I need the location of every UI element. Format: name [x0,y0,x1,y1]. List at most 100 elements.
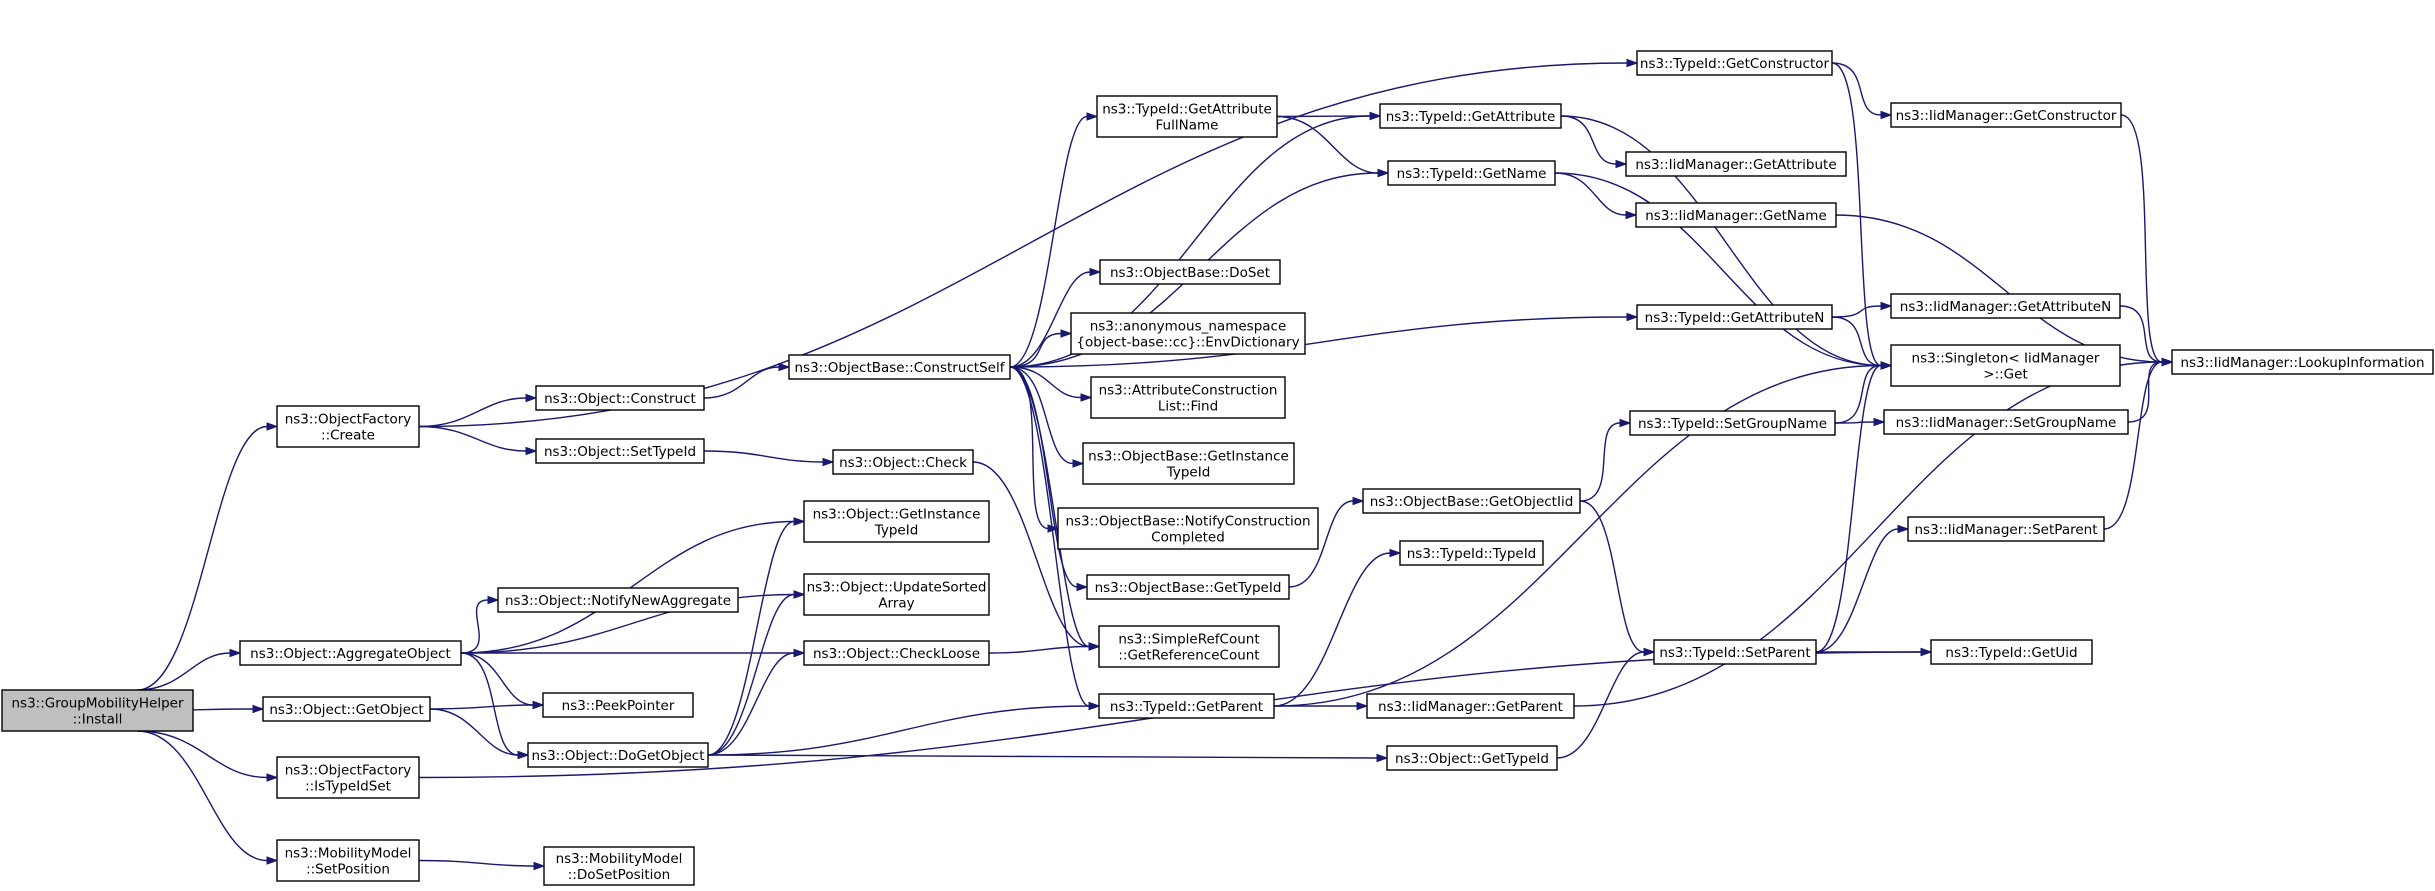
node-box [1629,410,1836,436]
node-tid-typeid[interactable]: ns3::TypeId::TypeId [1399,540,1544,566]
node-tid-getparent[interactable]: ns3::TypeId::GetParent [1098,693,1275,719]
node-tid-setgroupname[interactable]: ns3::TypeId::SetGroupName [1629,410,1836,436]
edge-line [460,520,795,654]
edge-arrowhead [1376,753,1389,763]
node-obj-getobject[interactable]: ns3::Object::GetObject [262,696,431,722]
node-label: ns3::IidManager::GetName [1645,208,1827,224]
node-iid-setparent[interactable]: ns3::IidManager::SetParent [1907,516,2105,542]
node-box [1653,639,1817,665]
node-mm-setpos[interactable]: ns3::MobilityModel::SetPosition [276,839,420,882]
node-peekpointer[interactable]: ns3::PeekPointer [542,692,694,718]
node-mm-dosetpos[interactable]: ns3::MobilityModel::DoSetPosition [543,846,695,886]
node-iid-getattrn[interactable]: ns3::IidManager::GetAttributeN [1890,293,2121,319]
node-label: ns3::TypeId::GetConstructor [1640,56,1830,72]
edge-obj-dogetobject-to-tid-getparent [707,701,1101,756]
node-tid-getuid[interactable]: ns3::TypeId::GetUid [1930,639,2093,665]
node-label: ns3::IidManager::GetAttribute [1635,157,1836,173]
edge-line [1554,172,1882,367]
node-label: ns3::Object::DoGetObject [531,748,704,764]
node-label: ns3::ObjectBase::DoSet [1110,265,1270,281]
node-iid-getname[interactable]: ns3::IidManager::GetName [1635,202,1837,228]
node-obj-gettypeid[interactable]: ns3::Object::GetTypeId [1386,745,1558,771]
node-tid-getattrn[interactable]: ns3::TypeId::GetAttributeN [1636,304,1833,330]
edge-line [1009,316,1628,368]
node-ob-doset[interactable]: ns3::ObjectBase::DoSet [1099,259,1281,285]
node-ob-getobjectiid[interactable]: ns3::ObjectBase::GetObjectIid [1362,488,1581,514]
node-box [1090,376,1286,419]
edge-arrowhead [517,750,530,760]
edge-tid-getname-to-iid-getname [1554,172,1638,220]
node-label: TypeId [1166,465,1211,481]
node-box [1635,202,1837,228]
node-src-getrefcount[interactable]: ns3::SimpleRefCount::GetReferenceCount [1098,625,1280,668]
node-iid-getctor[interactable]: ns3::IidManager::GetConstructor [1890,102,2122,128]
node-label: ns3::TypeId::GetAttributeN [1645,310,1825,326]
edge-tid-setgroupname-to-iid-setgroupname [1834,417,1886,427]
node-ob-gettypeid[interactable]: ns3::ObjectBase::GetTypeId [1086,574,1290,600]
edge-ob-getobjectiid-to-tid-setparent [1579,500,1656,657]
node-box [1082,442,1295,485]
node-of-istypeidset[interactable]: ns3::ObjectFactory::IsTypeIdSet [276,756,420,799]
node-obj-construct[interactable]: ns3::Object::Construct [535,385,705,411]
edge-ob-constructself-to-ob-gettypeid [1009,366,1089,592]
edge-line [137,730,268,779]
node-label: ns3::Object::AggregateObject [250,646,451,662]
node-label: ns3::SimpleRefCount [1118,632,1259,648]
node-label: ns3::Object::GetObject [269,702,423,718]
node-box [1362,488,1581,514]
edge-arrowhead [1089,267,1102,277]
edge-line [707,754,1378,759]
edge-arrowhead [525,446,538,456]
node-label: ns3::PeekPointer [562,698,675,714]
node-iid-setgroupname[interactable]: ns3::IidManager::SetGroupName [1883,409,2129,435]
node-obj-checkloose[interactable]: ns3::Object::CheckLoose [803,640,990,666]
node-label: {object-base::cc}::EnvDictionary [1076,335,1299,351]
edge-line [1579,500,1645,653]
node-label: ns3::TypeId::TypeId [1407,546,1537,562]
edge-tid-getattrfull-to-tid-getname [1276,115,1390,178]
node-of-create[interactable]: ns3::ObjectFactory::Create [276,405,420,448]
edge-iid-setgroupname-to-iid-lookup [2127,357,2174,423]
node-iid-getparent[interactable]: ns3::IidManager::GetParent [1366,693,1575,719]
node-label: ns3::ObjectBase::NotifyConstruction [1065,514,1310,530]
node-iid-lookup[interactable]: ns3::IidManager::LookupInformation [2171,349,2434,375]
node-box [1890,293,2121,319]
node-tid-setparent[interactable]: ns3::TypeId::SetParent [1653,639,1817,665]
node-anon-envdict[interactable]: ns3::anonymous_namespace{object-base::cc… [1070,312,1306,355]
node-obj-notifynew[interactable]: ns3::Object::NotifyNewAggregate [497,587,739,613]
node-obj-dogetobject[interactable]: ns3::Object::DoGetObject [527,742,709,768]
edge-tid-getattr-to-iid-getattr [1560,115,1628,169]
node-box [1379,103,1562,129]
node-singleton-get[interactable]: ns3::Singleton< IidManager>::Get [1890,344,2121,387]
edge-line [1834,364,1882,424]
node-box [1386,745,1558,771]
node-obj-aggregate[interactable]: ns3::Object::AggregateObject [239,640,462,666]
node-ob-notifycc[interactable]: ns3::ObjectBase::NotifyConstructionCompl… [1057,507,1319,550]
node-iid-getattr[interactable]: ns3::IidManager::GetAttribute [1625,151,1847,177]
node-label: ns3::TypeId::GetAttribute [1102,102,1272,118]
node-tid-getname[interactable]: ns3::TypeId::GetName [1387,160,1556,186]
node-obj-settypeid[interactable]: ns3::Object::SetTypeId [535,438,705,464]
node-box [543,846,695,886]
node-ob-constructself[interactable]: ns3::ObjectBase::ConstructSelf [788,354,1011,380]
edge-arrowhead [252,704,265,714]
edge-arrowhead [1088,701,1101,711]
edge-line [460,652,534,706]
node-tid-getattr[interactable]: ns3::TypeId::GetAttribute [1379,103,1562,129]
edge-line [418,859,535,867]
edge-root-to-mm-setpos [137,730,279,865]
node-obj-check[interactable]: ns3::Object::Check [832,449,974,475]
node-root[interactable]: ns3::GroupMobilityHelper::Install [1,689,194,732]
node-label: ns3::Object::UpdateSorted [807,580,987,596]
node-box [1,689,194,732]
edge-ob-constructself-to-acl-find [1009,366,1093,402]
node-tid-getctor[interactable]: ns3::TypeId::GetConstructor [1636,50,1833,76]
node-box [276,405,420,448]
edge-arrowhead [2161,357,2174,367]
edge-arrowhead [1619,418,1632,428]
